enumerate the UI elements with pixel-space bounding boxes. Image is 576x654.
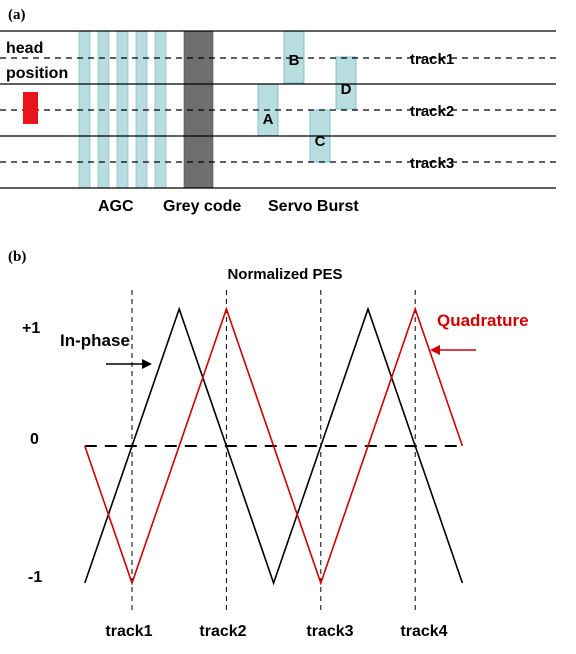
head-marker <box>23 92 38 124</box>
servo-bursts <box>257 30 357 163</box>
inphase-label: In-phase <box>60 331 130 350</box>
agc-label: AGC <box>98 198 134 215</box>
chart-title: Normalized PES <box>227 266 342 283</box>
burst-d-box <box>335 56 357 110</box>
track-centerlines <box>0 57 556 163</box>
track2-label-a: track2 <box>410 103 454 120</box>
track-boundaries <box>0 30 556 189</box>
y-tick-zero: 0 <box>30 431 39 448</box>
panel-a: (a) <box>0 7 556 215</box>
head-label-line2: position <box>6 65 68 82</box>
x-tick-track2: track2 <box>199 623 246 640</box>
burst-d-label: D <box>341 81 352 98</box>
track-gridlines <box>131 290 416 612</box>
quadrature-arrow <box>430 345 476 355</box>
burst-b-label: B <box>289 52 300 69</box>
track1-label-a: track1 <box>410 51 454 68</box>
burst-c-label: C <box>315 133 326 150</box>
head-label-line1: head <box>6 40 43 57</box>
quadrature-label: Quadrature <box>437 311 529 330</box>
panel-a-label: (a) <box>8 7 26 23</box>
grey-code-label: Grey code <box>163 198 241 215</box>
y-tick-plus1: +1 <box>22 320 40 337</box>
y-tick-minus1: -1 <box>28 569 42 586</box>
servo-burst-label: Servo Burst <box>268 198 359 215</box>
quadrature-series-line <box>84 306 464 586</box>
inphase-arrow <box>106 359 152 369</box>
burst-a-label: A <box>263 111 274 128</box>
quadrature-arrow-head <box>430 345 440 355</box>
x-tick-track4: track4 <box>400 623 447 640</box>
panel-b-label: (b) <box>8 249 26 265</box>
panel-b: (b) Normalized PES +1 0 -1 In-phase Quad… <box>8 249 529 640</box>
x-tick-track3: track3 <box>306 623 353 640</box>
track3-label-a: track3 <box>410 155 454 172</box>
inphase-series-line <box>84 306 464 586</box>
x-tick-track1: track1 <box>105 623 152 640</box>
inphase-arrow-head <box>142 359 152 369</box>
